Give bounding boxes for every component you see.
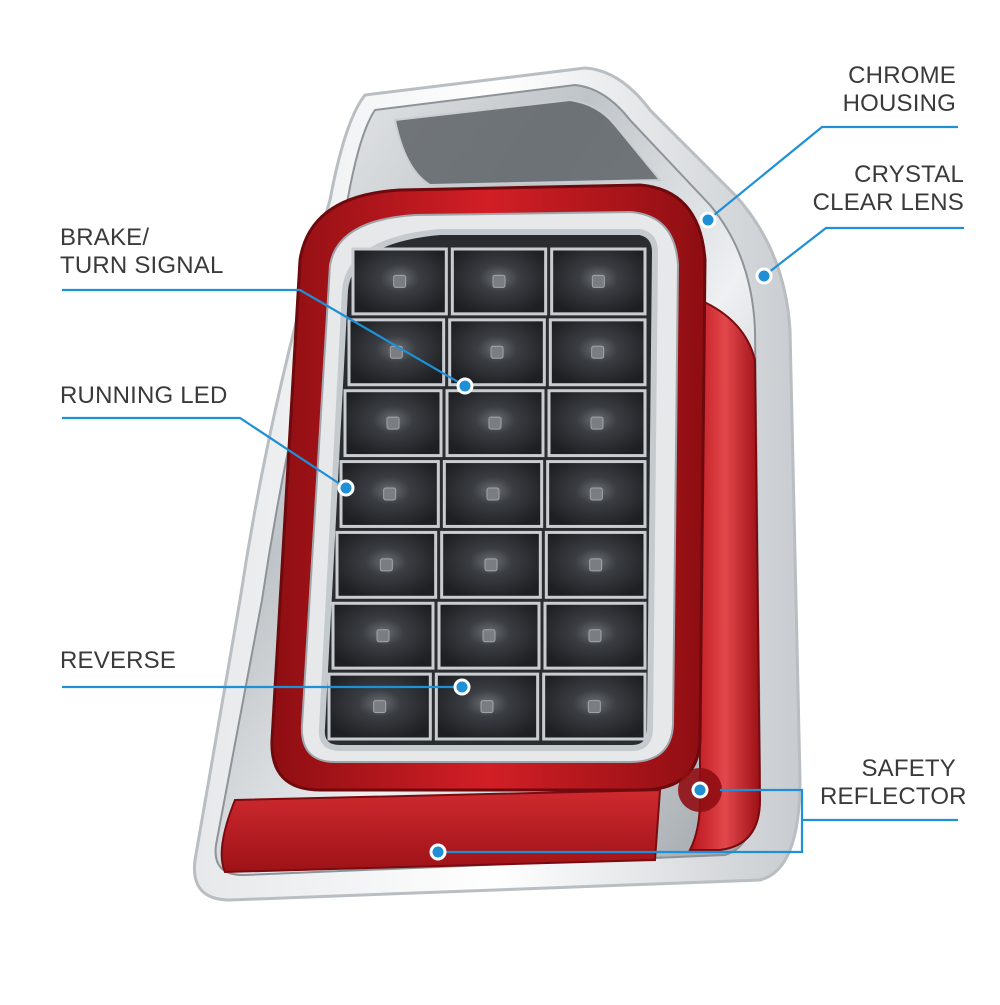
led-chip: [591, 345, 605, 359]
led-chip: [492, 274, 506, 288]
top-chrome-trough: [393, 98, 663, 187]
lens-marker: [755, 267, 773, 285]
chrome-callout-line: [707, 125, 958, 221]
led-chip: [590, 416, 604, 430]
led-chip: [482, 629, 496, 643]
chrome-label-line1: CHROME: [848, 62, 956, 89]
brake-callout-line: [62, 288, 466, 387]
led-grid: [327, 247, 647, 741]
led-chip: [588, 629, 602, 643]
running-label-line1: RUNNING LED: [60, 382, 228, 409]
safety-reflector-label: SAFETY REFLECTOR: [820, 755, 967, 811]
chrome-label-line2: HOUSING: [842, 90, 956, 117]
led-chip: [591, 274, 605, 288]
reverse-label: REVERSE: [60, 647, 176, 675]
led-chip: [587, 700, 601, 714]
led-chip: [376, 629, 390, 643]
running-led-label: RUNNING LED: [60, 382, 228, 410]
led-chip: [379, 558, 393, 572]
safety-label-line1: SAFETY: [861, 755, 956, 782]
lens-callout-line: [763, 226, 964, 277]
safety-marker-side: [691, 781, 709, 799]
brake-label-line1: BRAKE/: [60, 224, 150, 251]
led-chip: [373, 700, 387, 714]
safety-label-line2: REFLECTOR: [820, 783, 967, 810]
led-chip: [484, 558, 498, 572]
lens-label-line2: CLEAR LENS: [812, 189, 964, 216]
led-chip: [386, 416, 400, 430]
led-chip: [589, 558, 603, 572]
led-chip: [480, 700, 494, 714]
chrome-marker: [699, 211, 717, 229]
brake-label-line2: TURN SIGNAL: [60, 252, 224, 279]
brake-turn-signal-label: BRAKE/ TURN SIGNAL: [60, 224, 224, 280]
led-chip: [486, 487, 500, 501]
led-chip: [490, 345, 504, 359]
callout-markers: [337, 211, 773, 861]
safety-marker-bottom: [429, 843, 447, 861]
led-chip: [488, 416, 502, 430]
lens-label-line1: CRYSTAL: [854, 161, 964, 188]
led-chip: [589, 487, 603, 501]
brake-marker: [456, 377, 474, 395]
callout-lines: [62, 125, 964, 854]
led-chip: [383, 487, 397, 501]
running-marker: [337, 479, 355, 497]
reverse-marker: [453, 678, 471, 696]
side-red-lens: [688, 298, 762, 851]
chrome-housing-label: CHROME HOUSING: [820, 62, 956, 118]
running-callout-line: [62, 416, 347, 489]
reverse-label-line1: REVERSE: [60, 647, 177, 674]
led-chip: [393, 274, 407, 288]
crystal-clear-lens-label: CRYSTAL CLEAR LENS: [800, 161, 964, 217]
